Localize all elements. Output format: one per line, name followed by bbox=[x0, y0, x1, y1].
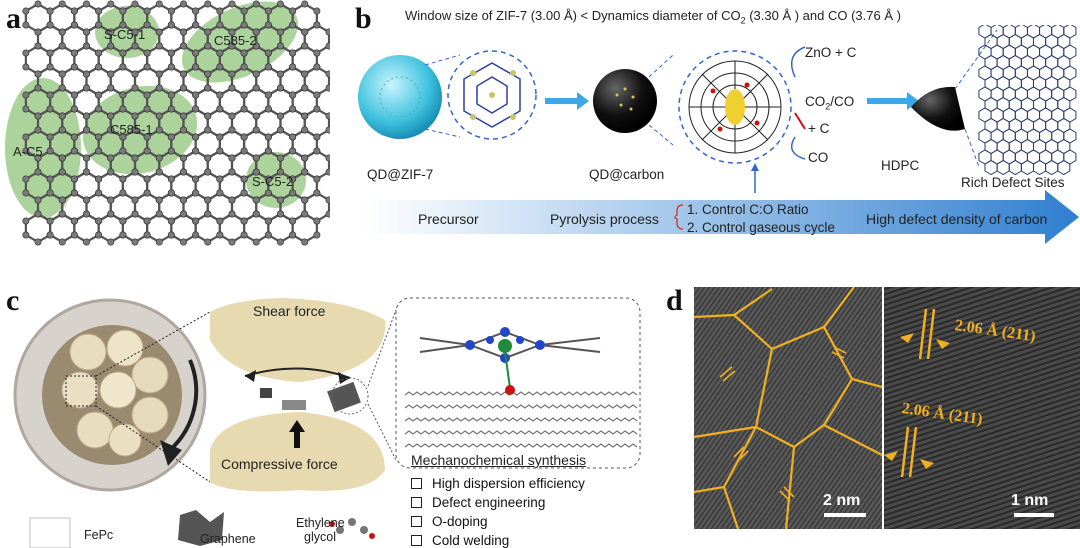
label-a-c5: A-C5 bbox=[13, 144, 43, 159]
process-arrow bbox=[365, 190, 1079, 244]
panel-c-label: c bbox=[6, 284, 20, 317]
panel-b-header: Window size of ZIF-7 (3.00 Å) < Dynamics… bbox=[405, 8, 901, 26]
mech-checklist: High dispersion efficiency Defect engine… bbox=[411, 474, 585, 548]
oxygen-atom bbox=[505, 385, 515, 395]
upper-ball bbox=[210, 298, 386, 382]
panel-d-label: d bbox=[666, 284, 683, 317]
label-qd-carbon: QD@carbon bbox=[589, 167, 665, 182]
lower-ball bbox=[210, 412, 385, 492]
checklist-item: O-doping bbox=[411, 512, 585, 531]
legend-ethylene-glycol: Ethylene glycol bbox=[296, 516, 345, 544]
rotation-arrow bbox=[168, 359, 199, 452]
label-co: CO bbox=[808, 150, 829, 165]
graphene-lattice bbox=[5, 0, 330, 246]
checklist-item: Defect engineering bbox=[411, 493, 585, 512]
arrow-1 bbox=[545, 92, 589, 110]
arrow-2 bbox=[867, 92, 919, 110]
qd-zif7-sphere bbox=[358, 55, 442, 139]
label-rich-defect-sites: Rich Defect Sites bbox=[961, 175, 1065, 190]
lattice-marks bbox=[719, 346, 847, 502]
label-pyrolysis: Pyrolysis process bbox=[550, 211, 659, 227]
legend-graphene: Graphene bbox=[200, 532, 256, 546]
label-qd-zif7: QD@ZIF-7 bbox=[367, 167, 434, 182]
label-s-c5-1: S-C5-1 bbox=[104, 27, 146, 42]
legend-fepc: FePc bbox=[84, 528, 114, 542]
label-mech-title: Mechanochemical synthesis bbox=[411, 452, 587, 468]
scale-bar-label-2: 1 nm bbox=[1011, 492, 1049, 509]
checklist-item: High dispersion efficiency bbox=[411, 474, 585, 493]
label-precursor: Precursor bbox=[418, 211, 479, 227]
graphene-legend-icon bbox=[178, 510, 224, 546]
panel-b-label: b bbox=[355, 2, 372, 35]
label-control-1: 1. Control C:O Ratio bbox=[687, 202, 809, 217]
label-hdpc: HDPC bbox=[881, 158, 920, 173]
label-zno-c: ZnO + C bbox=[805, 45, 857, 60]
panel-c-schematic bbox=[13, 297, 641, 548]
hdpc-particle bbox=[911, 86, 965, 131]
label-s-c5-2: S-C5-2 bbox=[252, 174, 294, 189]
label-shear-force: Shear force bbox=[253, 303, 326, 319]
qd-carbon-sphere bbox=[593, 69, 657, 133]
panel-d-tem bbox=[694, 287, 1080, 529]
scale-bar-label-1: 2 nm bbox=[823, 492, 861, 509]
label-c585-1: C585-1 bbox=[110, 122, 153, 137]
molecular-zoom-box bbox=[395, 297, 641, 469]
grain-boundaries bbox=[694, 287, 883, 529]
label-high-defect: High defect density of carbon bbox=[866, 211, 1048, 227]
label-control-2: 2. Control gaseous cycle bbox=[687, 220, 835, 235]
label-compressive-force: Compressive force bbox=[221, 456, 338, 472]
tem-image-high-mag bbox=[884, 287, 1080, 529]
panel-b-schematic bbox=[358, 25, 1079, 244]
fe-atom bbox=[498, 339, 512, 353]
quantum-dot bbox=[725, 89, 745, 125]
panel-a-label: a bbox=[6, 2, 21, 35]
checklist-item: Cold welding bbox=[411, 531, 585, 548]
label-plus-c: + C bbox=[808, 121, 830, 136]
label-co2-co: CO2/CO bbox=[805, 94, 855, 112]
label-c585-2: C585-2 bbox=[214, 33, 257, 48]
